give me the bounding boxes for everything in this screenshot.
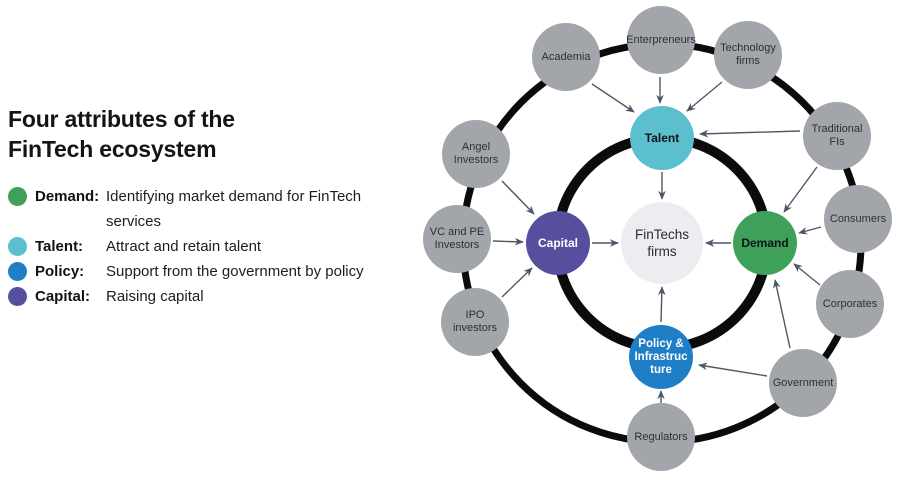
policy-color-dot: [8, 262, 27, 281]
fintech-ecosystem-diagram: FinTechs firms Talent Demand Policy & In…: [420, 0, 900, 483]
node-consumers-label: Consumers: [829, 212, 887, 225]
legend-description: Raising capital: [106, 288, 204, 305]
legend-description: Support from the government by policy: [106, 263, 364, 280]
node-technology-firms: Technology firms: [714, 21, 782, 89]
arrow-ipo-investors-to-capital: [501, 267, 533, 298]
node-academia-label: Academia: [541, 50, 591, 63]
node-ipo-investors-label: IPO investors: [452, 309, 498, 334]
legend: Demand: Identifying market demand for Fi…: [8, 184, 440, 309]
arrow-traditional-fis-to-demand: [783, 166, 818, 213]
node-traditional-fis: Traditional FIs: [803, 102, 871, 170]
node-talent: Talent: [630, 106, 694, 170]
arrow-vc-pe-investors-to-capital: [492, 237, 524, 246]
page-title-line2: FinTech ecosystem: [8, 136, 217, 162]
legend-item-policy: Policy: Support from the government by p…: [8, 259, 440, 284]
node-technology-firms-label: Technology firms: [720, 42, 776, 67]
node-fintechs-firms-label: FinTechs firms: [634, 227, 690, 259]
node-consumers: Consumers: [824, 185, 892, 253]
legend-item-talent: Talent: Attract and retain talent: [8, 234, 440, 259]
legend-description: Identifying market demand for FinTech se…: [106, 188, 362, 230]
arrow-consumers-to-demand: [798, 226, 822, 235]
node-academia: Academia: [532, 23, 600, 91]
node-corporates: Corporates: [816, 270, 884, 338]
node-demand-label: Demand: [741, 236, 789, 250]
node-government-label: Government: [772, 376, 834, 389]
node-corporates-label: Corporates: [822, 297, 878, 310]
capital-color-dot: [8, 287, 27, 306]
node-enterpreneurs: Enterpreneurs: [626, 6, 696, 74]
legend-description: Attract and retain talent: [106, 238, 262, 255]
node-demand: Demand: [733, 211, 797, 275]
demand-color-dot: [8, 187, 27, 206]
arrow-government-to-demand: [773, 279, 791, 349]
arrow-technology-firms-to-talent: [686, 81, 723, 112]
talent-color-dot: [8, 237, 27, 256]
node-traditional-fis-label: Traditional FIs: [811, 123, 863, 148]
page-title: Four attributes of the FinTech ecosystem: [8, 104, 440, 164]
node-policy-infrastructure: Policy & Infrastruc ture: [629, 325, 693, 389]
side-panel: Four attributes of the FinTech ecosystem…: [8, 104, 440, 309]
arrow-academia-to-talent: [591, 83, 635, 113]
node-talent-label: Talent: [644, 131, 680, 145]
node-vc-pe-investors: VC and PE Investors: [423, 205, 491, 273]
node-government: Government: [769, 349, 837, 417]
arrow-angel-investors-to-capital: [501, 180, 535, 215]
arrow-policy-to-fintechs: [657, 286, 666, 323]
node-policy-infrastructure-label: Policy & Infrastruc ture: [634, 337, 688, 376]
node-regulators-label: Regulators: [634, 430, 688, 443]
node-angel-investors: Angel Investors: [442, 120, 510, 188]
arrow-government-to-policy: [698, 362, 768, 377]
arrows: [492, 77, 822, 403]
node-ipo-investors: IPO investors: [441, 288, 509, 356]
node-enterpreneurs-label: Enterpreneurs: [626, 33, 696, 46]
legend-item-demand: Demand: Identifying market demand for Fi…: [8, 184, 440, 234]
legend-item-capital: Capital: Raising capital: [8, 284, 440, 309]
legend-label: Demand:: [35, 188, 100, 205]
node-regulators: Regulators: [627, 403, 695, 471]
node-capital-label: Capital: [537, 236, 578, 250]
node-angel-investors-label: Angel Investors: [453, 141, 499, 166]
legend-label: Policy:: [35, 263, 85, 280]
node-capital: Capital: [526, 211, 590, 275]
node-fintechs-firms: FinTechs firms: [621, 202, 703, 284]
node-vc-pe-investors-label: VC and PE Investors: [429, 226, 485, 251]
page-title-line1: Four attributes of the: [8, 106, 235, 132]
legend-label: Capital:: [35, 288, 91, 305]
arrow-traditional-fis-to-talent: [699, 129, 801, 138]
arrow-corporates-to-demand: [793, 263, 821, 286]
legend-label: Talent:: [35, 238, 84, 255]
